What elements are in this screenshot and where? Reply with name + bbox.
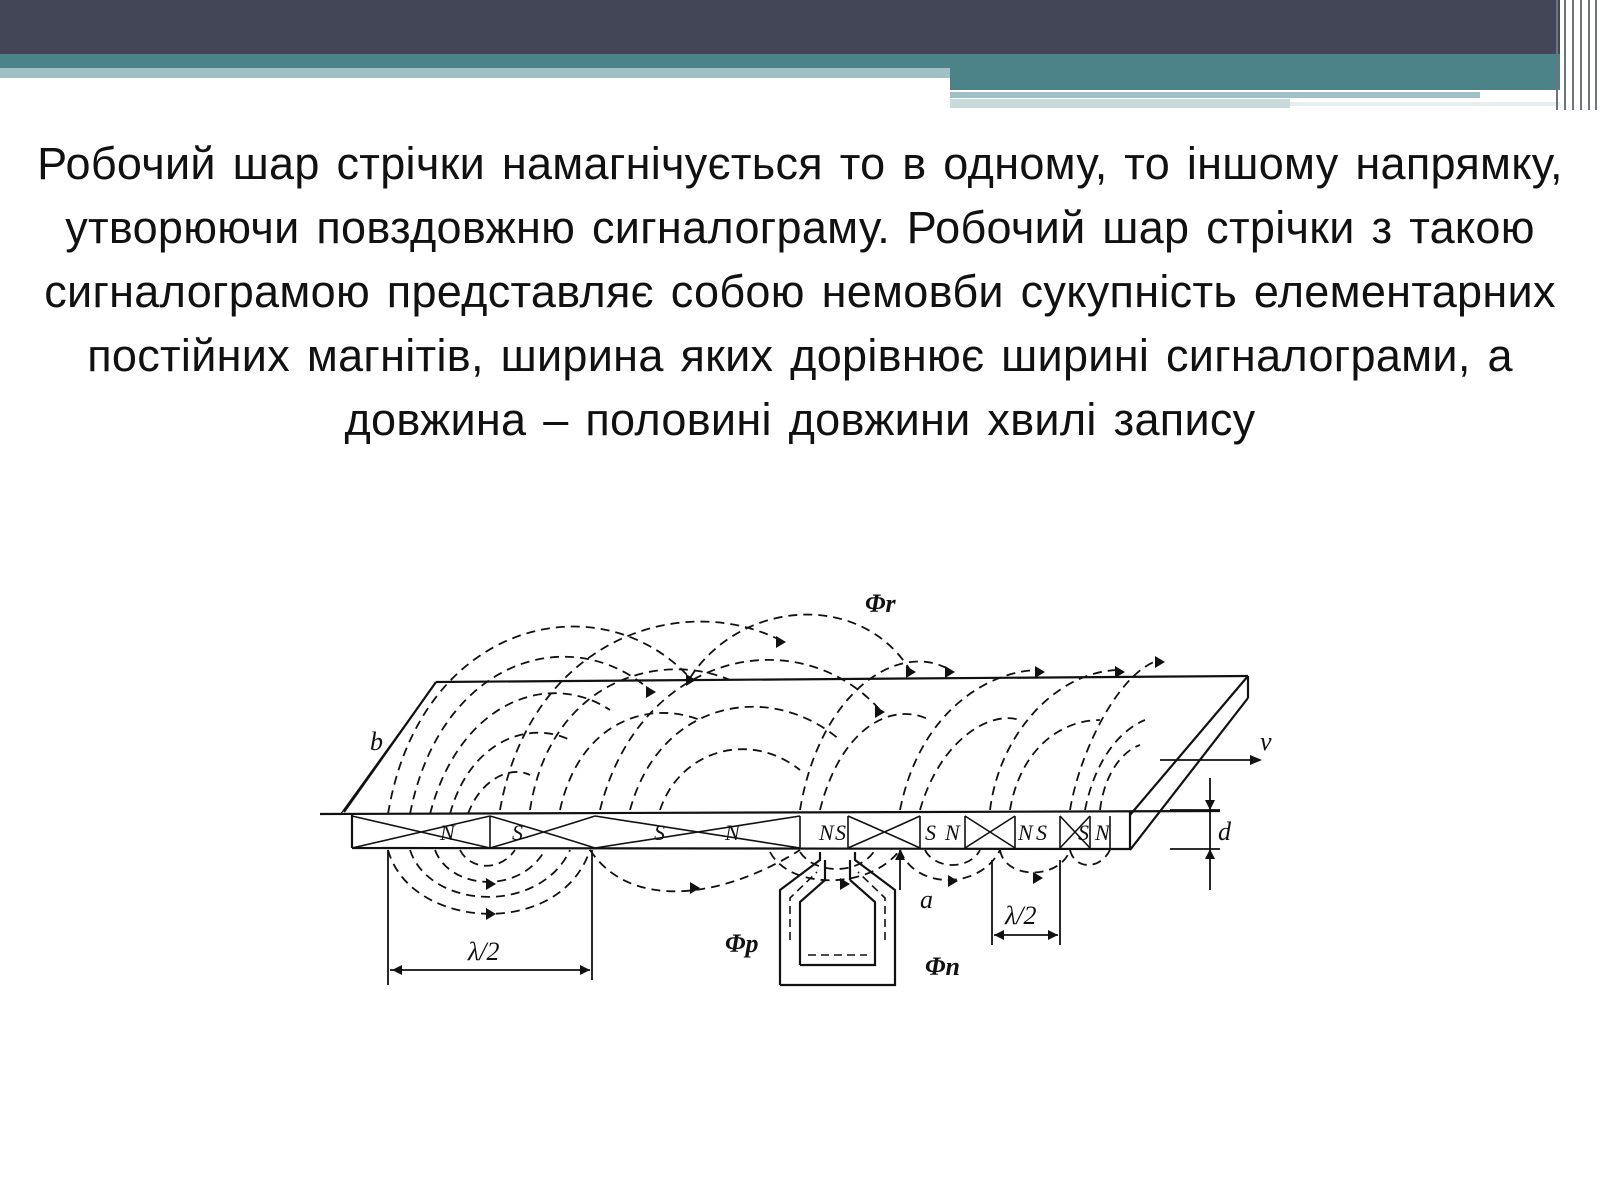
- pole-label: N: [1017, 820, 1034, 845]
- pole-label: N: [1094, 820, 1111, 845]
- phi-n-label: Φn: [925, 952, 960, 981]
- header-stripe: [1290, 102, 1560, 106]
- header-stripe: [950, 92, 1480, 98]
- d-label: d: [1218, 817, 1232, 846]
- pole-label: S: [835, 820, 846, 845]
- header-stripe: [950, 99, 1290, 108]
- header-teal-band: [0, 54, 1560, 68]
- pole-label: S: [1078, 820, 1089, 845]
- pole-label: N: [439, 820, 456, 845]
- header-teal-band-right: [950, 68, 1560, 90]
- pole-label: S: [512, 820, 523, 845]
- header-light-band: [0, 68, 950, 78]
- header-bar: [0, 0, 1600, 108]
- pole-label: S: [654, 820, 665, 845]
- slide-body-text: Робочий шар стрічки намагнічується то в …: [37, 138, 1563, 445]
- phi-p-label: Φp: [725, 929, 759, 958]
- pole-label: S: [1036, 820, 1047, 845]
- pole-label: N: [818, 820, 835, 845]
- lambda-half-left-label: λ/2: [467, 937, 499, 966]
- pole-label: S: [925, 820, 936, 845]
- header-dark-band: [0, 0, 1560, 54]
- tape-magnetization-diagram: N S S N N S S N N S S N Φr Φp Φn b v d a…: [319, 589, 1272, 987]
- pole-label: N: [724, 820, 741, 845]
- v-label: v: [1260, 727, 1272, 756]
- b-label: b: [370, 727, 383, 756]
- pole-label: N: [944, 820, 961, 845]
- magnet-pole-labels: N S S N N S S N N S S N: [439, 820, 1111, 845]
- a-label: a: [920, 885, 933, 914]
- lambda-half-right-label: λ/2: [1004, 901, 1036, 930]
- edge-decoration: [1554, 0, 1600, 110]
- phi-r-label: Φr: [865, 589, 897, 618]
